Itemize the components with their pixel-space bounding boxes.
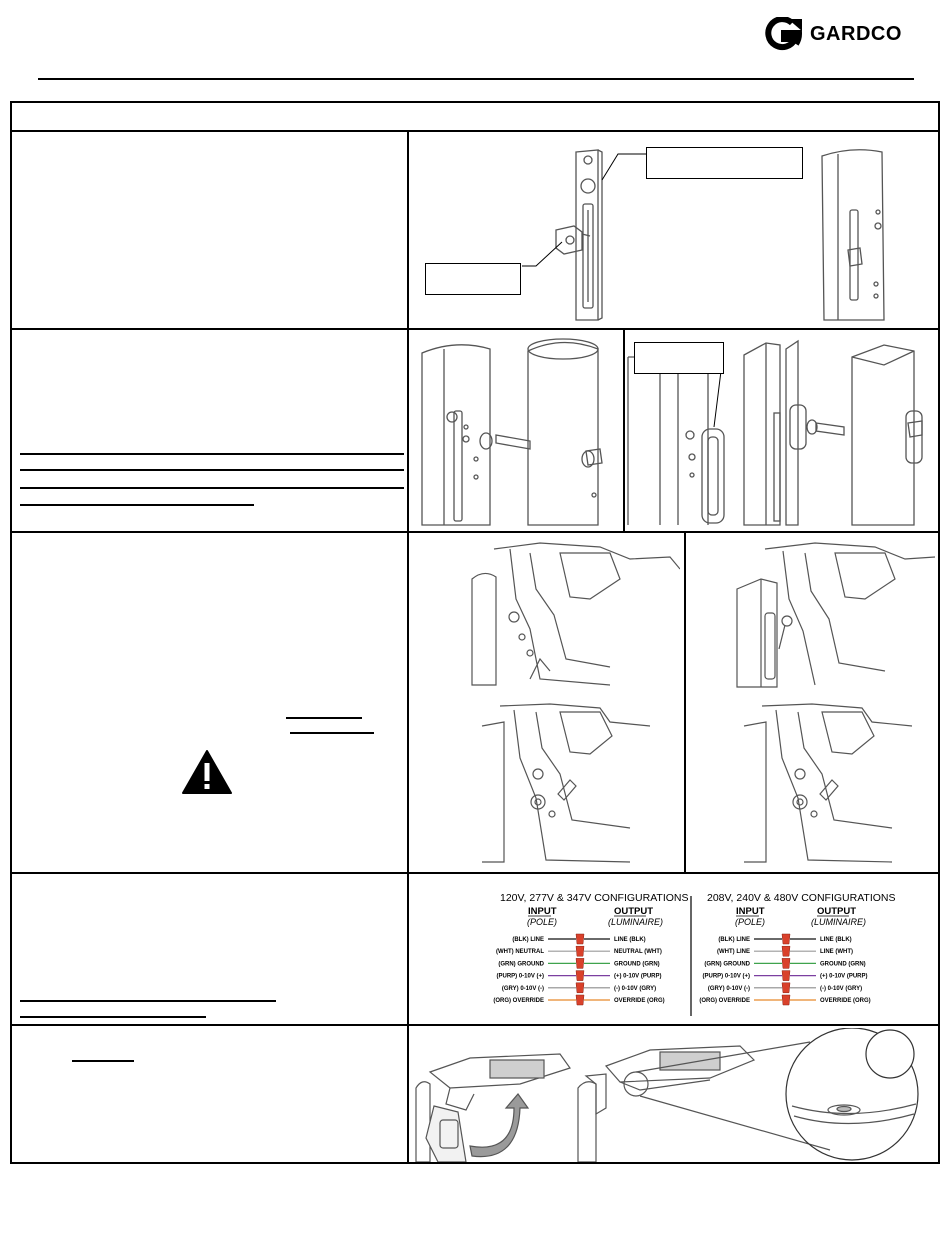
wire-nut-icon: [781, 945, 791, 957]
text-underline: [20, 504, 254, 506]
wire-output-label: OVERRIDE (ORG): [820, 998, 871, 1004]
wire-output-label: LINE (BLK): [614, 937, 646, 943]
fixture-bolt-round-bottom-drawing: [481, 703, 651, 863]
column-divider: [684, 531, 686, 872]
brand-name: GARDCO: [810, 22, 902, 45]
wire-nut-icon: [575, 933, 585, 945]
bracket-assembly-drawing: [522, 149, 885, 321]
callout-box: [634, 342, 724, 374]
round-pole-bolt-drawing: [421, 338, 603, 526]
row-divider: [10, 531, 940, 533]
wire-output-label: (+) 0-10V (PURP): [614, 974, 662, 980]
right-input-header: INPUT: [736, 906, 765, 917]
wire-nut-icon: [575, 982, 585, 994]
wire-input-label: (BLK) LINE: [512, 937, 544, 943]
wire-nut-icon: [781, 994, 791, 1006]
wire-nut-icon: [781, 958, 791, 969]
wire-input-label: (ORG) OVERRIDE: [493, 998, 544, 1004]
wire-input-label: (GRY) 0-10V (-): [708, 986, 750, 992]
text-underline: [20, 1016, 206, 1018]
text-underline: [20, 487, 404, 489]
wire-output-label: (-) 0-10V (GRY): [614, 986, 656, 992]
wire-output-label: LINE (WHT): [820, 949, 853, 955]
right-output-sub: (LUMINAIRE): [811, 917, 866, 927]
left-input-sub: (POLE): [527, 917, 557, 927]
right-wire-rows: (BLK) LINE LINE (BLK) (WHT) LINE LINE (WHT)…: [699, 933, 871, 1006]
fixture-mount-square-top-drawing: [736, 542, 935, 688]
text-underline: [286, 717, 362, 719]
square-pole-bolt-drawing: [627, 339, 923, 526]
right-config-title: 208V, 240V & 480V CONFIGURATIONS: [707, 892, 896, 904]
right-input-sub: (POLE): [735, 917, 765, 927]
wire-nut-icon: [575, 945, 585, 957]
wire-input-label: (WHT) NEUTRAL: [496, 949, 544, 955]
left-output-header: OUTPUT: [614, 906, 653, 917]
wire-input-label: (BLK) LINE: [718, 937, 750, 943]
gardco-g-arrow-icon: [765, 17, 802, 51]
wire-output-label: GROUND (GRN): [820, 961, 866, 967]
wire-input-label: (ORG) OVERRIDE: [699, 998, 750, 1004]
wire-input-label: (GRN) GROUND: [498, 961, 544, 967]
wire-nut-icon: [781, 982, 791, 994]
row-divider: [10, 130, 940, 132]
wire-output-label: OVERRIDE (ORG): [614, 998, 665, 1004]
row-divider: [10, 872, 940, 874]
left-config-title: 120V, 277V & 347V CONFIGURATIONS: [500, 892, 689, 904]
text-underline: [72, 1060, 134, 1062]
wiring-diagram: 120V, 277V & 347V CONFIGURATIONS INPUT (…: [493, 892, 896, 1016]
warning-triangle-icon: [182, 750, 232, 794]
wire-output-label: (+) 0-10V (PURP): [820, 974, 868, 980]
wire-nut-icon: [575, 994, 585, 1006]
wire-nut-icon: [781, 933, 791, 945]
brand-logo: GARDCO: [762, 16, 912, 52]
column-divider: [623, 328, 625, 531]
text-underline: [20, 453, 404, 455]
wire-input-label: (PURP) 0-10V (+): [702, 974, 750, 980]
wire-nut-icon: [781, 970, 791, 981]
wire-output-label: LINE (BLK): [820, 937, 852, 943]
header-rule: [38, 78, 914, 80]
left-output-sub: (LUMINAIRE): [608, 917, 663, 927]
fixture-mount-round-top-drawing: [471, 542, 680, 686]
wire-output-label: GROUND (GRN): [614, 961, 660, 967]
wire-input-label: (WHT) LINE: [717, 949, 750, 955]
callout-box: [646, 147, 803, 179]
wire-nut-icon: [575, 958, 585, 969]
wire-input-label: (GRY) 0-10V (-): [502, 986, 544, 992]
wire-output-label: NEUTRAL (WHT): [614, 949, 662, 955]
text-underline: [20, 1000, 276, 1002]
instruction-table: [10, 101, 940, 1164]
row-divider: [10, 328, 940, 330]
row-divider: [10, 1024, 940, 1026]
fixture-bolt-square-bottom-drawing: [743, 703, 913, 863]
callout-box: [425, 263, 521, 295]
left-wire-rows: (BLK) LINE LINE (BLK) (WHT) NEUTRAL NEUTRAL…: [493, 933, 665, 1006]
fixture-door-open-drawing: [415, 1028, 919, 1162]
left-input-header: INPUT: [528, 906, 557, 917]
right-output-header: OUTPUT: [817, 906, 856, 917]
text-underline: [20, 469, 404, 471]
wire-output-label: (-) 0-10V (GRY): [820, 986, 862, 992]
wire-input-label: (GRN) GROUND: [704, 961, 750, 967]
column-divider: [407, 130, 409, 1164]
wire-input-label: (PURP) 0-10V (+): [496, 974, 544, 980]
wire-nut-icon: [575, 970, 585, 981]
text-underline: [290, 732, 374, 734]
